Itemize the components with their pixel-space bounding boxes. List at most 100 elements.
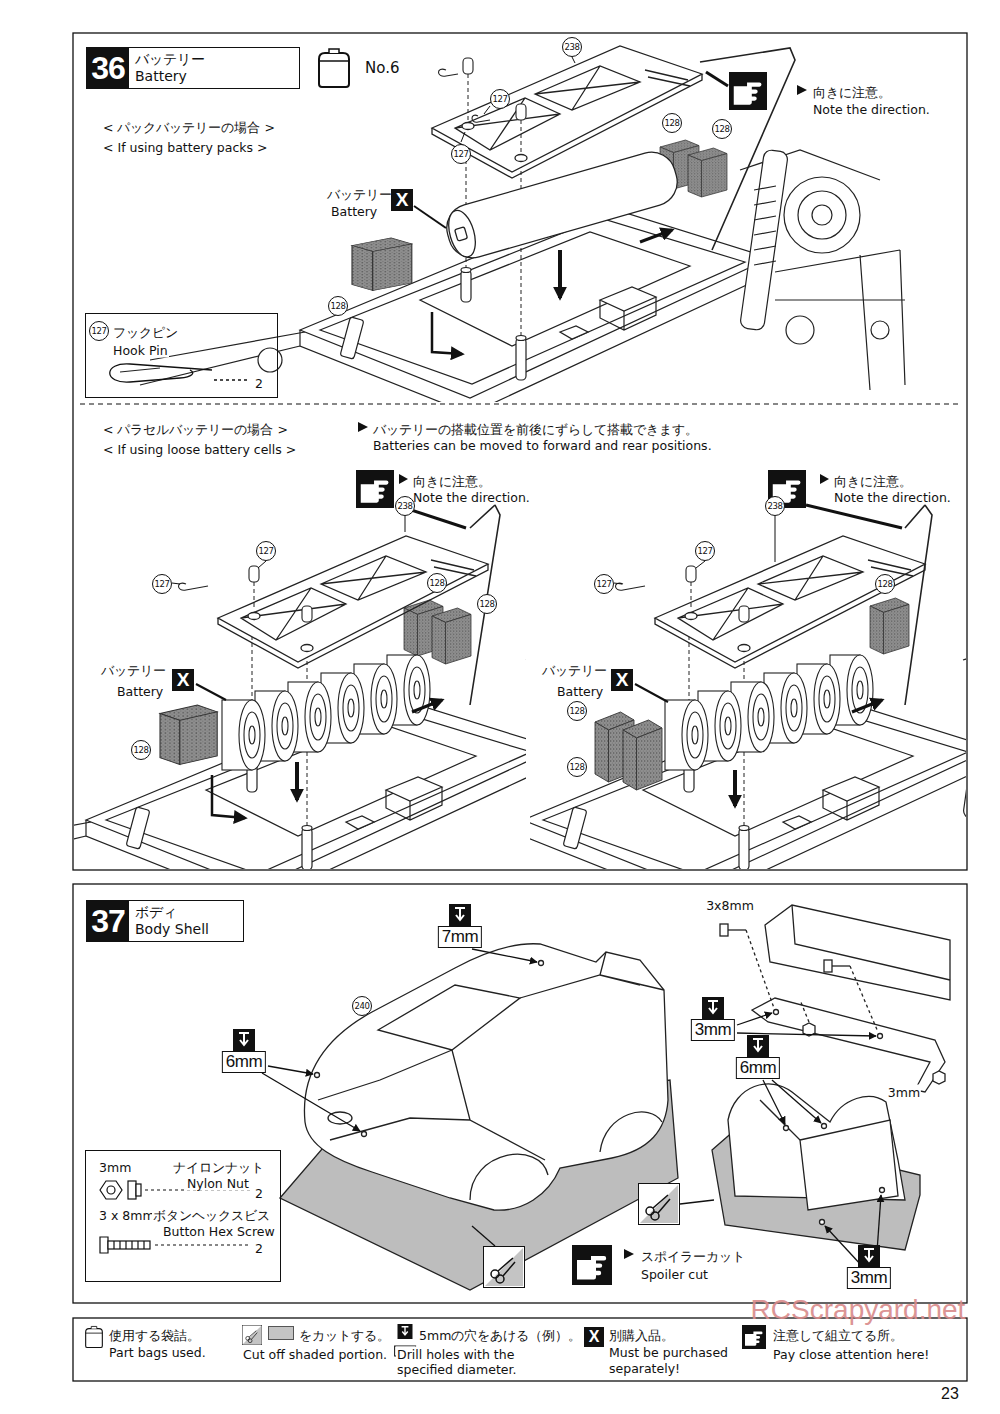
- drill-leaders-part: [763, 1080, 785, 1124]
- step-title: バッテリー: [135, 51, 205, 68]
- part-name: Hook Pin: [112, 343, 169, 358]
- drill-size: 7mm: [438, 926, 482, 948]
- nut-screw-drawing-part: [100, 1181, 122, 1199]
- legend-text: 5mmの穴をあける（例）。: [418, 1328, 582, 1343]
- attention-icon: [729, 72, 767, 110]
- legend-text: specified diameter.: [396, 1362, 517, 1377]
- drill-size: 6mm: [222, 1051, 266, 1073]
- callout-number: 128: [131, 740, 151, 760]
- legend-text: Must be purchased: [608, 1345, 729, 1360]
- chassis-mid-left-part: [218, 536, 488, 668]
- body-shell-part: [539, 961, 544, 966]
- drill-icons: [233, 904, 880, 1267]
- chassis-mid-right-part-part: [739, 606, 749, 622]
- nut-screw-drawing-part: [100, 1237, 108, 1253]
- drill-icons-part: [747, 1035, 769, 1057]
- callout-number: 127: [152, 574, 172, 594]
- wing-part: [792, 905, 950, 980]
- chassis-mid-left-part: [179, 566, 313, 622]
- drill-icon: [398, 1324, 413, 1339]
- chassis-mid-left-part-part: [302, 606, 312, 622]
- step-number: 37: [87, 901, 129, 941]
- body-shell-part: [362, 1132, 367, 1137]
- part-size: 3mm: [98, 1160, 132, 1175]
- callout-number: 128: [567, 757, 587, 777]
- chassis-top: [120, 46, 905, 402]
- wing: [720, 905, 950, 1092]
- part-label: バッテリー: [541, 663, 608, 678]
- wing-part: [800, 1000, 809, 1022]
- chassis-top-part: [439, 58, 527, 122]
- chassis-mid-left-part: [160, 705, 217, 765]
- callout-number: 238: [765, 496, 785, 516]
- pointer-triangle: [624, 1249, 634, 1259]
- body-shell-part: [315, 1073, 320, 1078]
- part-name: フックピン: [112, 325, 179, 340]
- case-heading: < パックバッテリーの場合 >: [102, 120, 276, 135]
- chassis-top-part: [432, 312, 462, 354]
- callout-number: 127: [256, 541, 276, 561]
- step-title-group: ボディBody Shell: [129, 901, 215, 941]
- legend-text: Part bags used.: [108, 1345, 207, 1360]
- drill-size: 3mm: [691, 1019, 735, 1041]
- callout-number: 128: [875, 574, 895, 594]
- nut-screw-drawing-part: [136, 1184, 141, 1196]
- chassis-top-part-part: [463, 58, 473, 74]
- drill-size: 6mm: [736, 1057, 780, 1079]
- part-label: バッテリー: [100, 663, 167, 678]
- hook-pin-drawing: [110, 364, 250, 382]
- note-text: 向きに注意。: [812, 85, 892, 100]
- attention-icon: [572, 1245, 612, 1285]
- chassis-top-part: [432, 46, 702, 178]
- chassis-top-part: [352, 238, 412, 291]
- chassis-mid-right-part: [530, 639, 966, 869]
- chassis-mid-left-part: [432, 608, 471, 664]
- callout-number: 127: [490, 89, 510, 109]
- legend-text: 別購入品。: [608, 1328, 675, 1343]
- drill-size: 3mm: [847, 1267, 891, 1289]
- chassis-mid-left-part-part: [179, 583, 209, 590]
- body-shell-part: [378, 985, 520, 1050]
- part-label: Battery: [330, 204, 378, 219]
- callout-number: 128: [477, 594, 497, 614]
- legend-text: separately!: [608, 1361, 681, 1376]
- body-shell-part: [318, 952, 664, 1160]
- wing-part: [765, 905, 950, 1000]
- chassis-top-part: [688, 148, 727, 197]
- note-text: Note the direction.: [833, 490, 952, 505]
- chassis-mid-right-part: [616, 566, 750, 622]
- page-number: 23: [940, 1385, 960, 1403]
- callout-number: 128: [567, 701, 587, 721]
- chassis-mid-right: [530, 505, 966, 869]
- chassis-top-part: [120, 149, 905, 402]
- attention-icon: [742, 1325, 766, 1349]
- chassis-mid-right-part-part: [686, 566, 696, 582]
- wing-part: [728, 929, 746, 930]
- quantity: 2: [254, 1186, 264, 1201]
- chassis-mid-left-part: [196, 684, 226, 700]
- hook-pin-drawing-part: [110, 364, 212, 382]
- callout-number: 240: [352, 996, 372, 1016]
- step-title: Battery: [135, 68, 205, 85]
- chassis-mid-left-part-part: [249, 566, 259, 582]
- chassis-mid-left-part: [412, 700, 442, 712]
- pointer-triangle: [399, 474, 408, 484]
- drill-icons-part: [233, 1029, 255, 1051]
- spoiler-part: [822, 1124, 827, 1129]
- part-label: Battery: [556, 684, 604, 699]
- cut-marks-part: [484, 1247, 525, 1288]
- parts-box: 3mmナイロンナットNylon Nut23 x 8mmボタンヘックスビスButt…: [85, 1150, 281, 1282]
- body-shell: [280, 944, 678, 1290]
- case-heading: < パラセルバッテリーの場合 >: [102, 422, 289, 437]
- step-title-group: バッテリーBattery: [129, 48, 211, 88]
- attention-icon: [356, 470, 394, 508]
- chassis-top-part: [468, 74, 521, 152]
- legend-text: をカットする。: [298, 1328, 391, 1343]
- cut-marks: [472, 1184, 714, 1288]
- note-text: 向きに注意。: [833, 474, 913, 489]
- note-text: Batteries can be moved to forward and re…: [372, 438, 713, 453]
- hook-pin-drawing-part: [214, 379, 250, 380]
- drill-leaders-part: [772, 1080, 821, 1123]
